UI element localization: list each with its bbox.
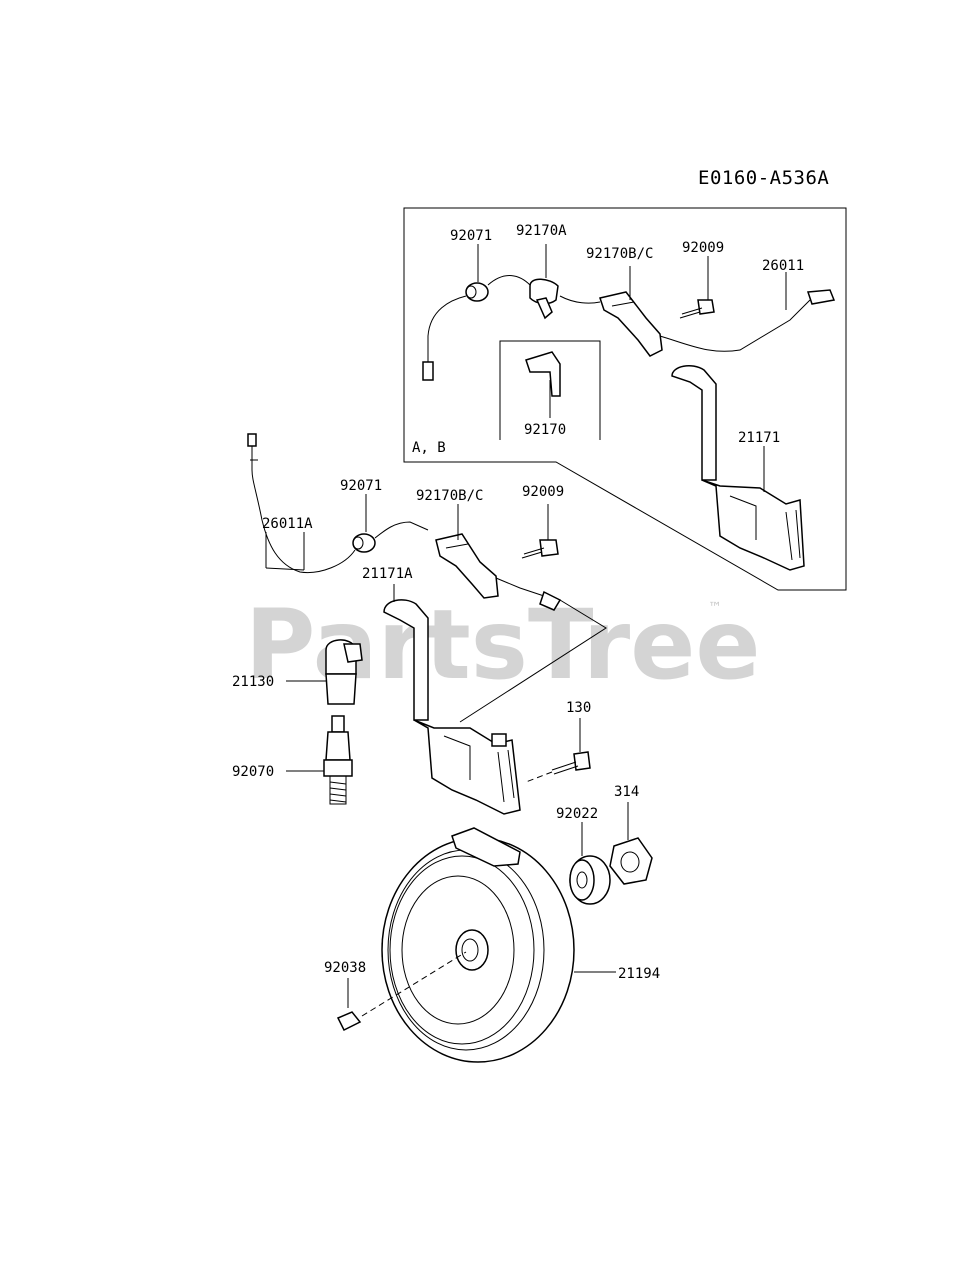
label-92170BC-inset[interactable]: 92170B/C [586, 246, 653, 262]
wire-26011A [247, 433, 356, 574]
label-92170[interactable]: 92170 [524, 422, 566, 438]
label-21194[interactable]: 21194 [618, 966, 660, 982]
washer-92022 [569, 822, 611, 905]
bracket-92170BC [435, 504, 499, 599]
label-92022[interactable]: 92022 [556, 806, 598, 822]
label-92170A[interactable]: 92170A [516, 223, 567, 239]
diagram-code: E0160-A536A [698, 167, 829, 189]
grommet-92071 [352, 494, 429, 553]
coil-wire [495, 577, 545, 597]
grommet-inset [465, 244, 489, 302]
screw-92009 [521, 504, 559, 559]
inset-note: A, B [412, 440, 446, 456]
leader-inset [459, 599, 607, 723]
bracket-92170 [525, 351, 561, 418]
clip-92170A-inset [529, 244, 559, 320]
wire-26011-end [806, 289, 836, 305]
label-21171A[interactable]: 21171A [362, 566, 413, 582]
nut-314 [609, 802, 653, 885]
label-92038[interactable]: 92038 [324, 960, 366, 976]
label-130[interactable]: 130 [566, 700, 591, 716]
label-21130[interactable]: 21130 [232, 674, 274, 690]
label-92009[interactable]: 92009 [522, 484, 564, 500]
label-314[interactable]: 314 [614, 784, 639, 800]
label-26011A[interactable]: 26011A [262, 516, 313, 532]
label-21171[interactable]: 21171 [738, 430, 780, 446]
sub-inset-frame [499, 340, 601, 440]
label-92070[interactable]: 92070 [232, 764, 274, 780]
inset-frame: A, B [403, 207, 847, 591]
wire-inset-clip [559, 295, 601, 304]
wire-inset-mid [487, 275, 531, 286]
label-92071[interactable]: 92071 [340, 478, 382, 494]
spark-plug-cap-21130 [286, 639, 363, 705]
wire-inset-left [427, 295, 467, 362]
screw-92009-inset [679, 256, 715, 319]
ignition-coil-21171A [383, 584, 521, 815]
coil-wire-terminal [539, 590, 562, 611]
terminal-inset [422, 361, 434, 381]
label-26011[interactable]: 26011 [762, 258, 804, 274]
key-92038 [336, 951, 467, 1032]
trademark-symbol: ™ [708, 600, 722, 616]
bracket-92170BC-inset [599, 266, 663, 357]
label-92071-inset[interactable]: 92071 [450, 228, 492, 244]
ignition-coil-21171-inset [671, 364, 805, 571]
label-92170BC[interactable]: 92170B/C [416, 488, 483, 504]
flywheel-21194 [381, 827, 616, 1063]
wire-26011-inset [659, 299, 811, 352]
watermark: PartsTree [245, 589, 760, 701]
spark-plug-92070 [286, 715, 353, 805]
label-92009-inset[interactable]: 92009 [682, 240, 724, 256]
bolt-130 [525, 718, 591, 783]
